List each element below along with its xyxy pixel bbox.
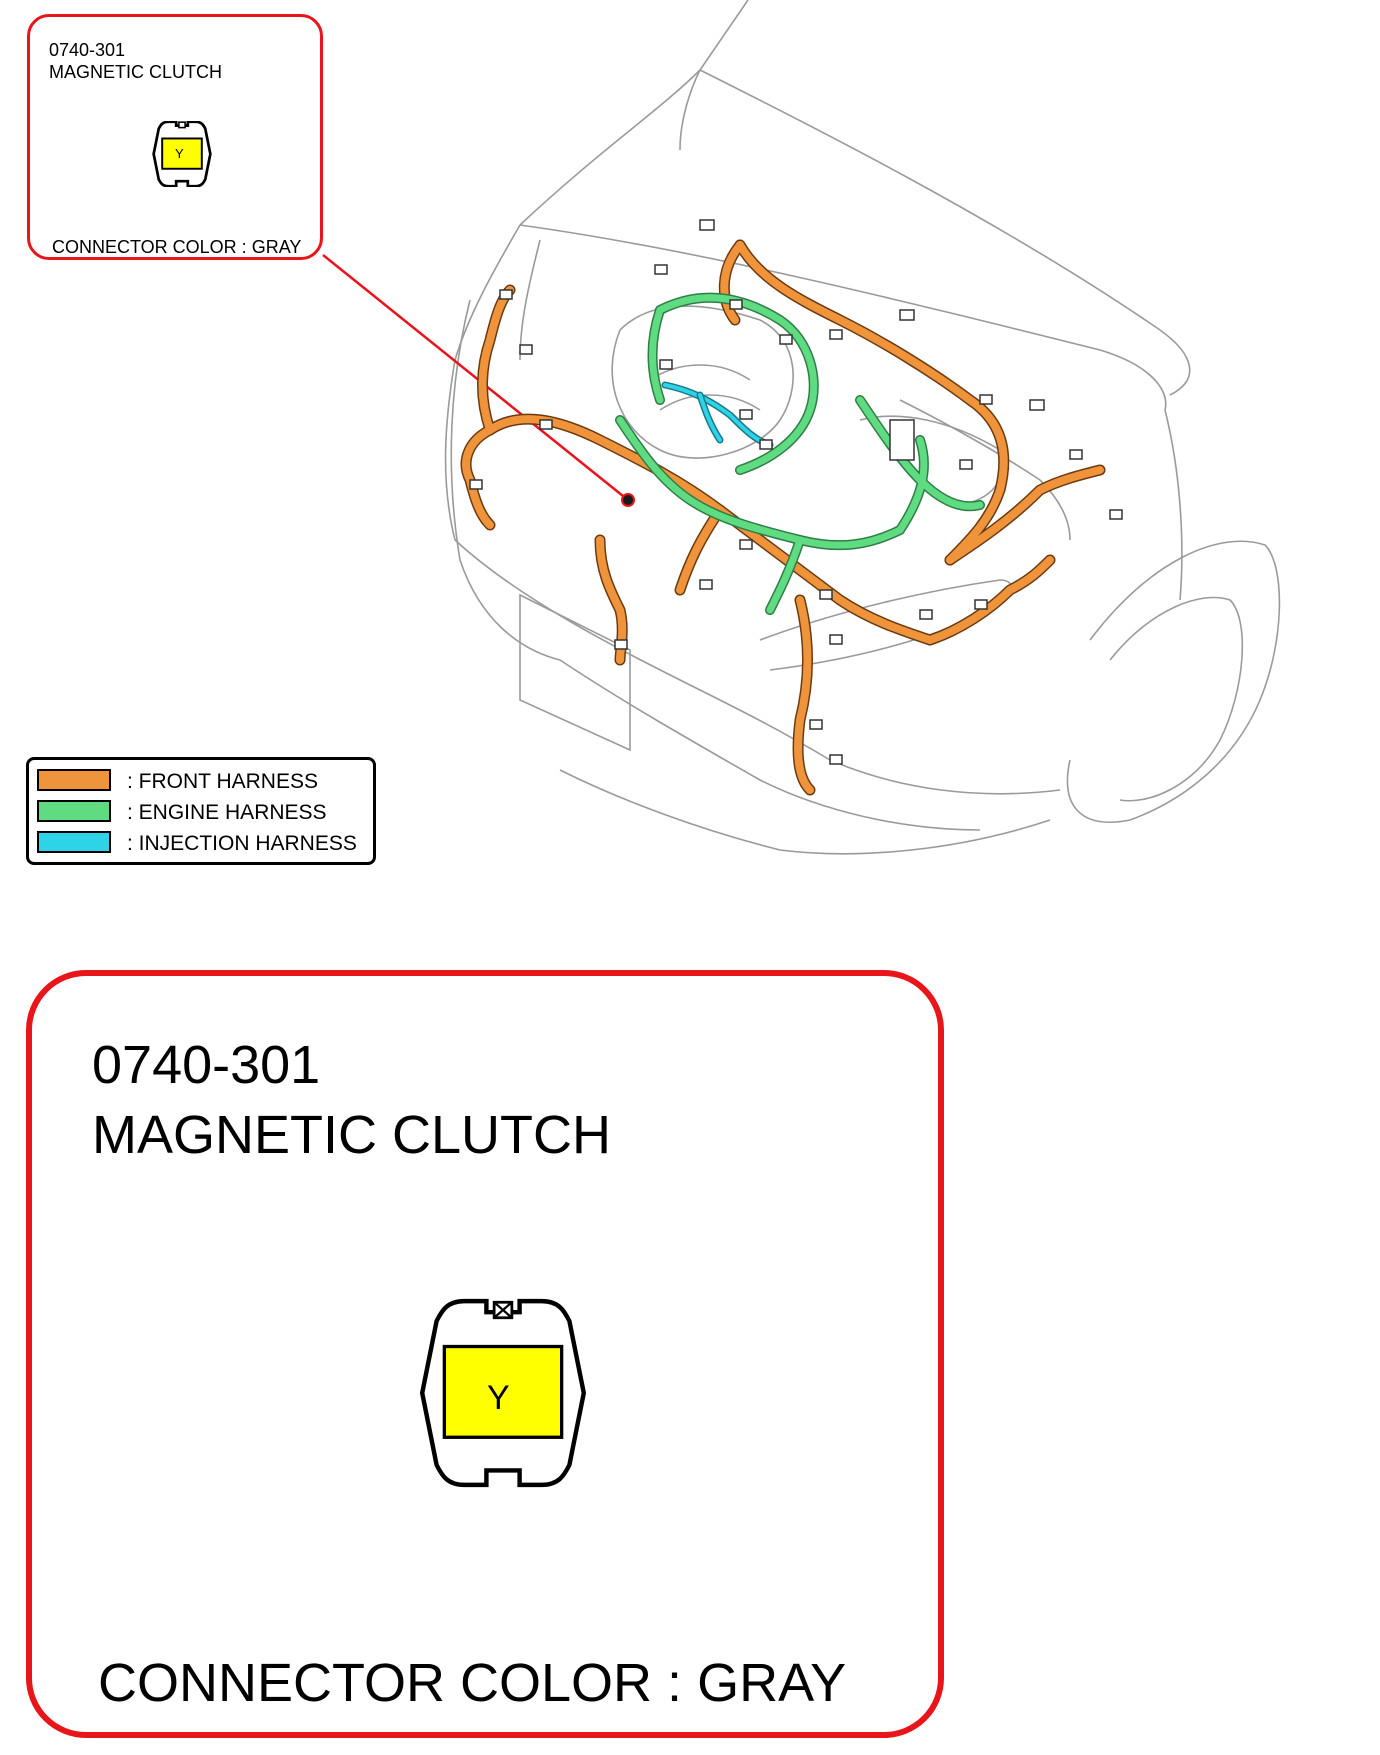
connector-color-small: CONNECTOR COLOR : GRAY	[52, 237, 302, 257]
connector-location-marker	[621, 493, 635, 507]
connector-callout-large: 0740-301 MAGNETIC CLUTCH Y CONNECTOR COL…	[26, 970, 944, 1738]
connector-name-small: MAGNETIC CLUTCH	[49, 62, 223, 82]
connector-face-large	[420, 1298, 586, 1488]
legend-swatch-engine	[37, 800, 111, 822]
connector-name-large: MAGNETIC CLUTCH	[92, 1105, 612, 1165]
legend-label-engine: : ENGINE HARNESS	[127, 801, 327, 824]
callout-leader-line	[322, 254, 629, 501]
legend-label-front: : FRONT HARNESS	[127, 770, 318, 793]
connector-face-small	[152, 121, 212, 187]
harness-connectors	[469, 219, 1123, 765]
front-harness	[460, 239, 1106, 796]
connector-code-large: 0740-301	[92, 1035, 321, 1095]
injection-harness	[661, 381, 774, 449]
terminal-label-small: Y	[175, 146, 184, 161]
legend-swatch-front	[37, 769, 111, 791]
harness-legend: : FRONT HARNESS : ENGINE HARNESS : INJEC…	[26, 757, 376, 865]
vehicle-outline	[444, 0, 1281, 855]
connector-color-large: CONNECTOR COLOR : GRAY	[98, 1653, 847, 1713]
engine-harness	[615, 292, 985, 615]
legend-label-injection: : INJECTION HARNESS	[127, 832, 357, 855]
connector-callout-small: 0740-301 MAGNETIC CLUTCH Y CONNECTOR COL…	[27, 14, 323, 260]
terminal-label-large: Y	[487, 1379, 510, 1417]
legend-swatch-injection	[37, 831, 111, 853]
connector-code-small: 0740-301	[49, 40, 126, 60]
